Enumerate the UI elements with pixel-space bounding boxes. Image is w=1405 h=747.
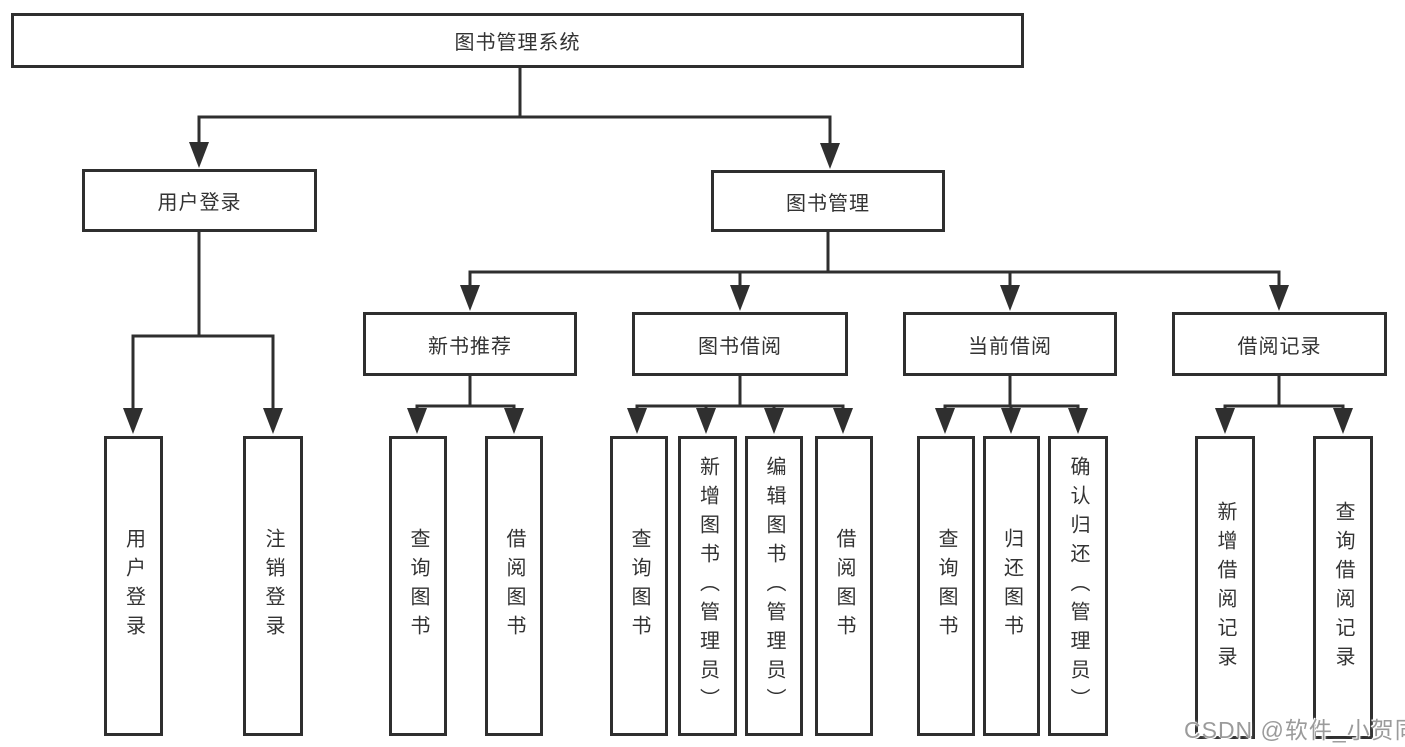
- arrowhead: [1068, 408, 1088, 434]
- leaf-add-borrow-record: 新增借阅记录: [1195, 436, 1255, 739]
- node-label: 当前借阅: [968, 335, 1052, 358]
- node-label: 图书管理: [786, 192, 870, 215]
- node-label: 借阅记录: [1237, 335, 1322, 358]
- arrowhead: [407, 408, 427, 434]
- arrowhead: [935, 408, 955, 434]
- node-label: 确认归还（管理员）: [1067, 455, 1089, 717]
- leaf-query-books-current: 查询图书: [917, 436, 975, 736]
- arrowhead: [820, 143, 840, 169]
- leaf-add-books-admin: 新增图书（管理员）: [678, 436, 737, 736]
- leaf-logout: 注销登录: [243, 436, 303, 736]
- node-label: 用户登录: [122, 528, 145, 644]
- arrowhead: [696, 408, 716, 434]
- node-book-borrow: 图书借阅: [632, 312, 848, 376]
- arrowhead: [764, 408, 784, 434]
- csdn-watermark: CSDN @软件_小贺同学: [1184, 717, 1405, 743]
- arrowhead: [504, 408, 524, 434]
- node-root-system: 图书管理系统: [11, 13, 1024, 68]
- leaf-query-borrow-record: 查询借阅记录: [1313, 436, 1373, 739]
- node-label: 查询图书: [935, 528, 957, 644]
- leaf-borrow-books: 借阅图书: [815, 436, 873, 736]
- node-label: 用户登录: [157, 192, 242, 214]
- leaf-borrow-books-recommend: 借阅图书: [485, 436, 543, 736]
- arrowhead: [123, 408, 143, 434]
- connector-book-management-to-level3: [460, 230, 1289, 311]
- node-label: 借阅图书: [833, 528, 855, 644]
- node-label: 查询图书: [407, 528, 429, 644]
- connector-root-to-level2: [189, 66, 840, 169]
- leaf-user-login: 用户登录: [104, 436, 163, 736]
- node-book-management: 图书管理: [711, 170, 945, 232]
- leaf-return-books: 归还图书: [983, 436, 1040, 736]
- arrowhead: [627, 408, 647, 434]
- arrowhead: [1333, 408, 1353, 434]
- node-label: 新增图书（管理员）: [696, 455, 719, 717]
- node-label: 新书推荐: [428, 335, 512, 358]
- arrowhead: [263, 408, 283, 434]
- connector-user-login-group: [123, 230, 283, 434]
- connector-new-book-group: [407, 374, 524, 434]
- node-user-login: 用户登录: [82, 169, 317, 232]
- node-label: 图书管理系统: [454, 32, 581, 54]
- connector-borrow-records-group: [1215, 374, 1353, 434]
- node-label: 图书借阅: [698, 335, 782, 358]
- arrowhead: [1001, 408, 1021, 434]
- node-borrow-records: 借阅记录: [1172, 312, 1387, 376]
- node-label: 新增借阅记录: [1214, 500, 1236, 675]
- node-label: 查询图书: [628, 528, 650, 644]
- arrowhead: [730, 285, 750, 311]
- node-current-borrow: 当前借阅: [903, 312, 1117, 376]
- arrowhead: [189, 142, 209, 168]
- node-label: 归还图书: [1000, 528, 1023, 644]
- node-label: 借阅图书: [503, 528, 525, 644]
- node-label: 注销登录: [262, 528, 284, 644]
- arrowhead: [1000, 285, 1020, 311]
- connector-book-borrow-group: [627, 374, 853, 434]
- node-new-book-recommend: 新书推荐: [363, 312, 577, 376]
- node-label: 编辑图书（管理员）: [763, 455, 785, 717]
- arrowhead: [833, 408, 853, 434]
- node-label: 查询借阅记录: [1332, 500, 1354, 675]
- leaf-query-books-recommend: 查询图书: [389, 436, 447, 736]
- leaf-confirm-return-admin: 确认归还（管理员）: [1048, 436, 1108, 736]
- leaf-query-books-borrow: 查询图书: [610, 436, 668, 736]
- arrowhead: [1215, 408, 1235, 434]
- leaf-edit-books-admin: 编辑图书（管理员）: [745, 436, 803, 736]
- connector-current-borrow-group: [935, 374, 1088, 434]
- arrowhead: [1269, 285, 1289, 311]
- arrowhead: [460, 285, 480, 311]
